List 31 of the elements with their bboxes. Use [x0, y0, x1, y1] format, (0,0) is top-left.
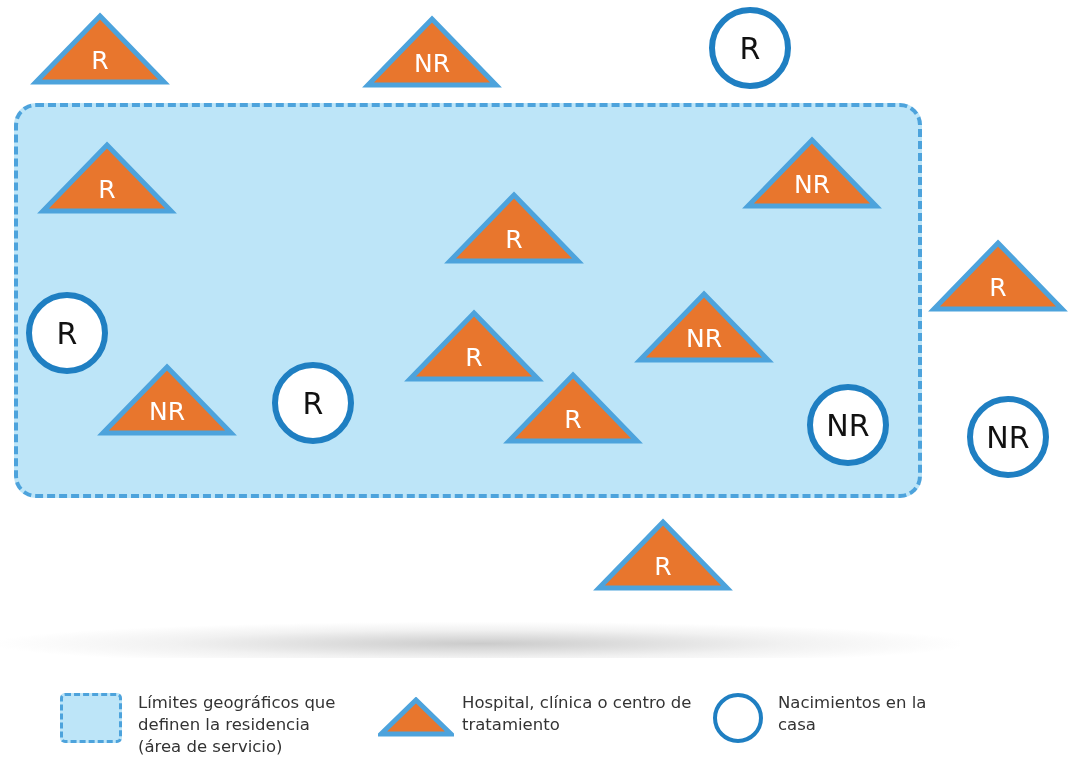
node-label: R [56, 315, 78, 351]
facility-triangle [447, 192, 581, 264]
facility-triangle [596, 519, 730, 591]
facility-triangle [33, 13, 167, 85]
node-label: R [988, 273, 1008, 303]
facility-triangle [637, 291, 771, 363]
node-label: NR [684, 324, 724, 354]
node-label: NR [412, 49, 452, 79]
facility-triangle [365, 16, 499, 88]
node-label: R [302, 385, 324, 421]
facility-triangle [506, 372, 640, 444]
facility-triangle [931, 240, 1065, 312]
legend-text: Límites geográficos que definen la residencia (área de servicio) [138, 692, 337, 758]
legend-text: Hospital, clínica o centro de tratamiento [462, 692, 692, 736]
node-label: R [563, 405, 583, 435]
node-label: R [653, 552, 673, 582]
node-label: NR [792, 170, 832, 200]
facility-triangle [100, 364, 234, 436]
node-label: R [464, 343, 484, 373]
service-area-region [14, 103, 922, 498]
node-label: R [90, 46, 110, 76]
node-label: NR [826, 407, 870, 443]
node-label: R [504, 225, 524, 255]
facility-triangle [407, 310, 541, 382]
node-label: R [739, 30, 761, 66]
facility-triangle [40, 142, 174, 214]
node-label: NR [986, 419, 1030, 455]
node-label: R [97, 175, 117, 205]
facility-triangle [745, 137, 879, 209]
node-label: NR [147, 397, 187, 427]
legend-text: Nacimientos en la casa [778, 692, 928, 736]
